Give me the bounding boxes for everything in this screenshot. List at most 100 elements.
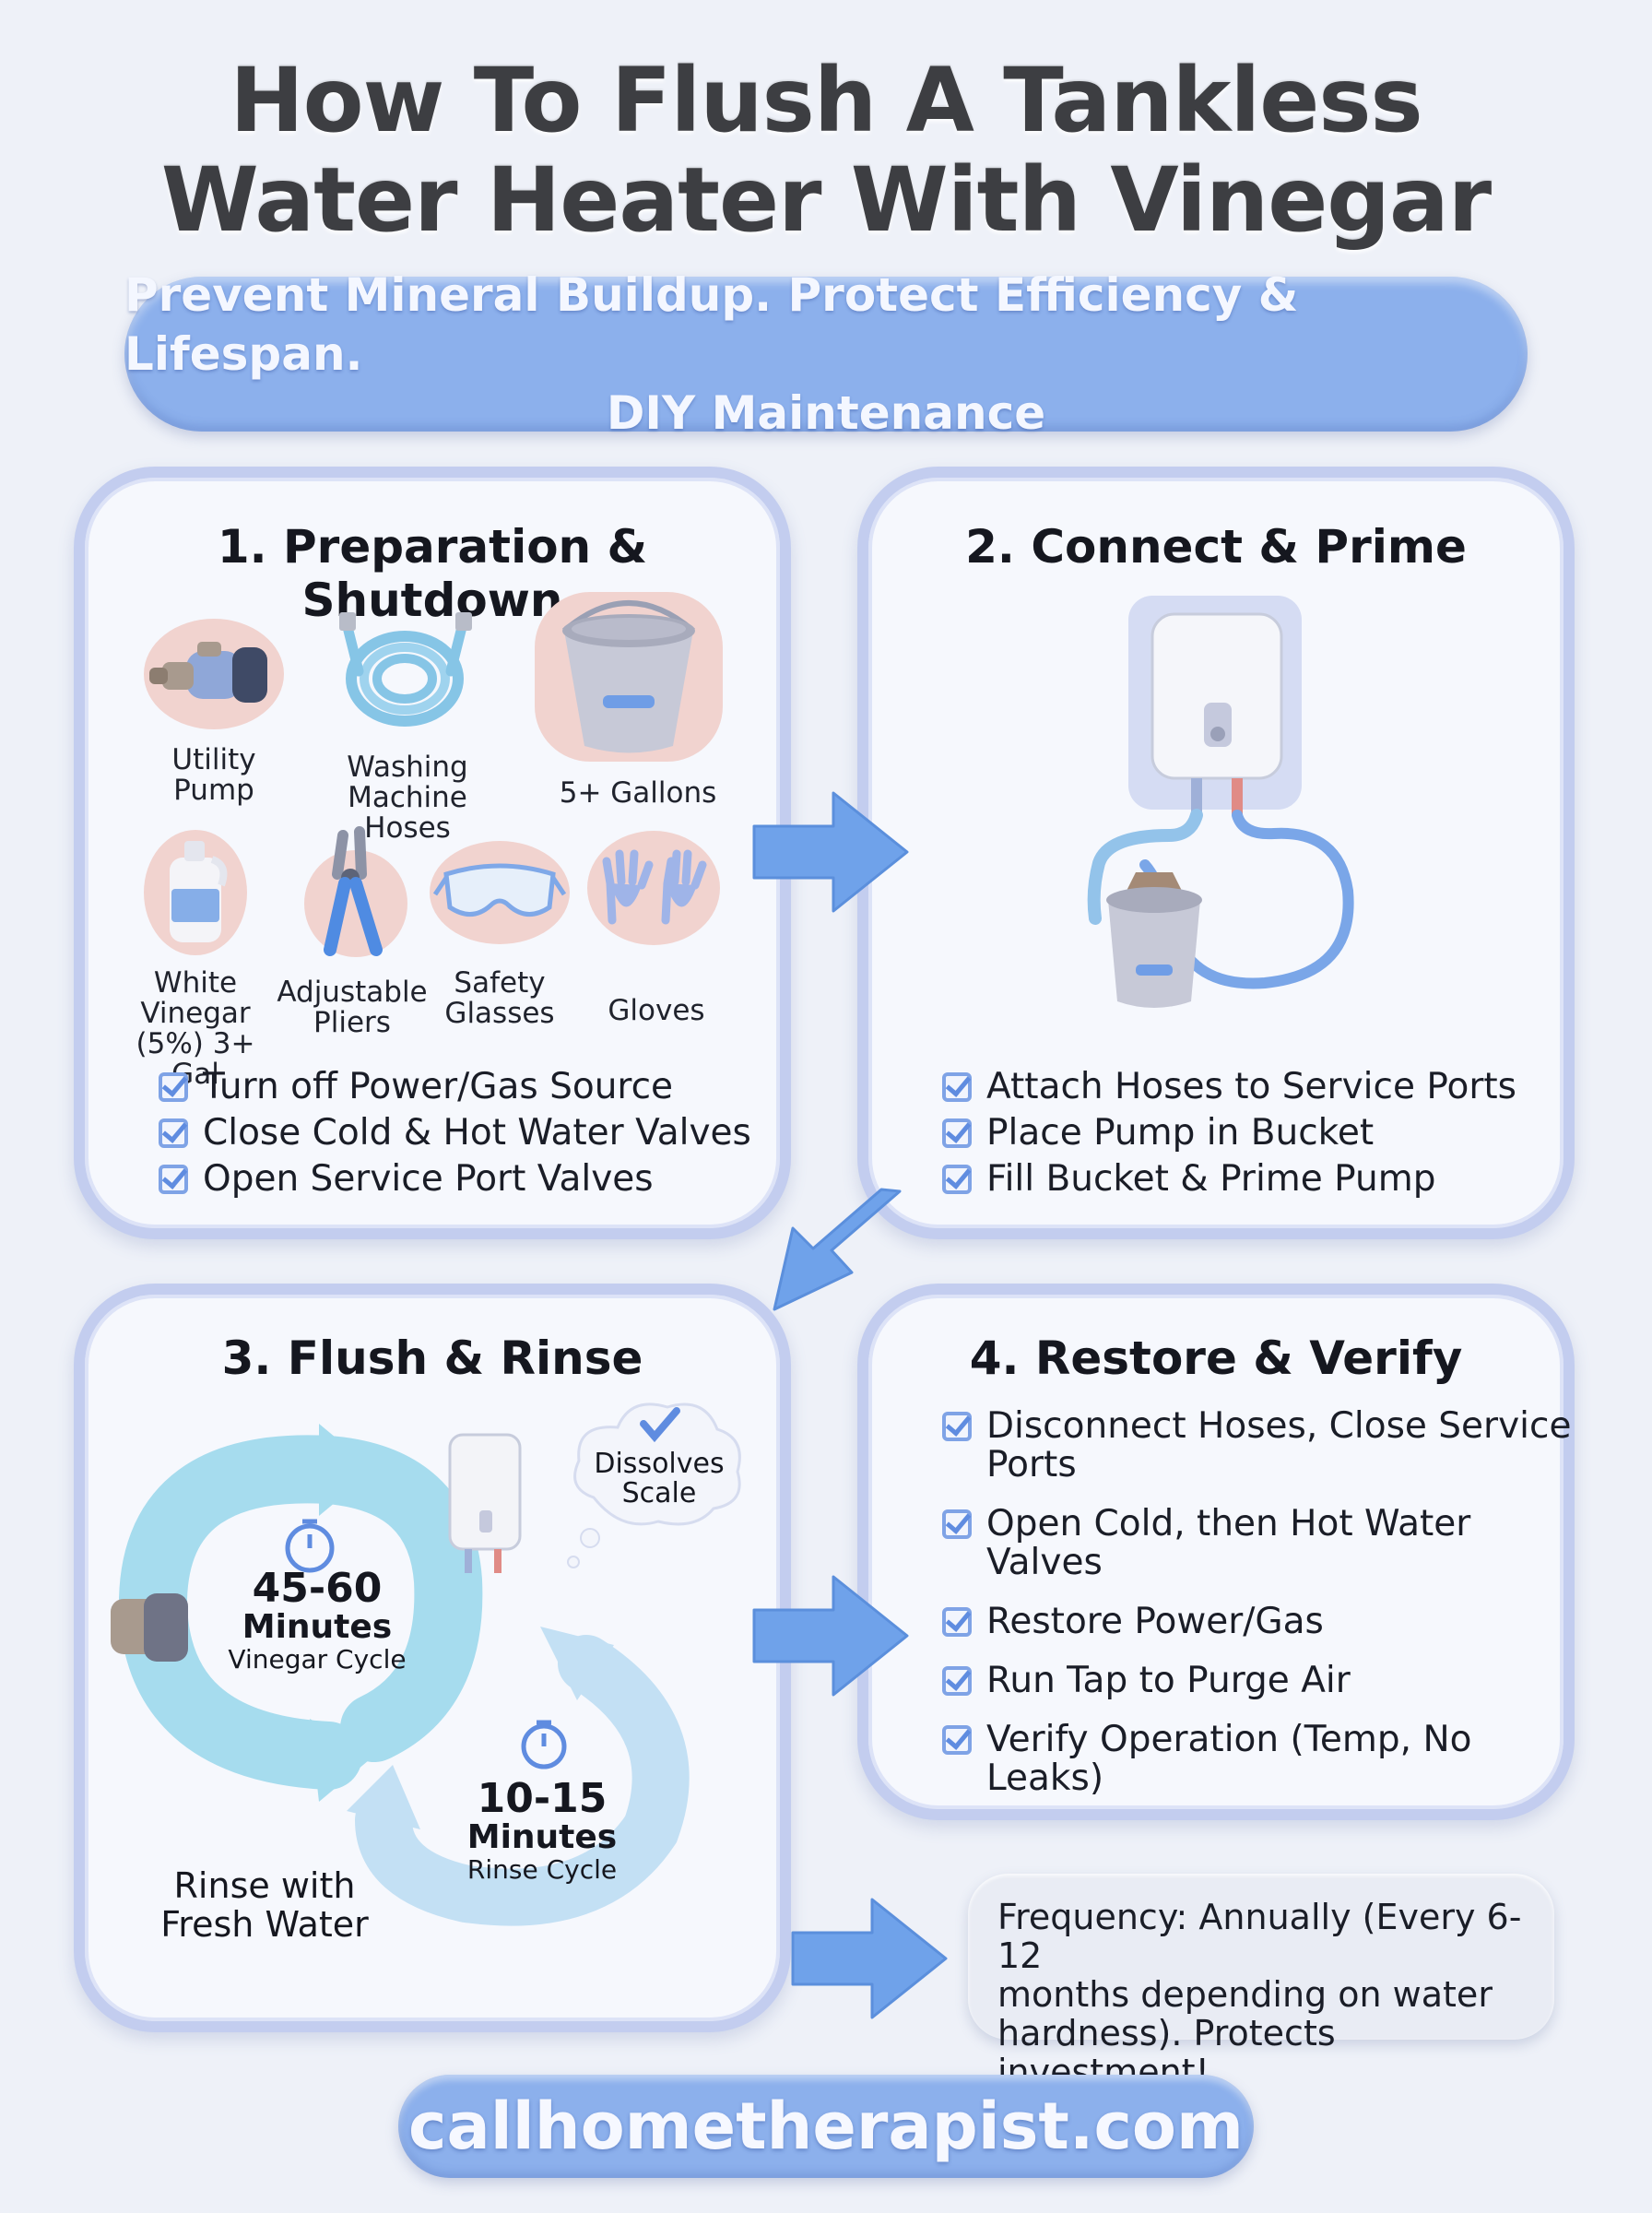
checklist-line: Open Cold, then Hot Water: [986, 1503, 1471, 1544]
step-1-title: 1. Preparation & Shutdown: [217, 520, 648, 627]
rinse-cycle-label: Rinse Cycle: [466, 1854, 618, 1885]
arrow-right-icon: [752, 791, 909, 913]
vinegar-cycle-label: Vinegar Cycle: [228, 1644, 407, 1675]
vinegar-cycle-text: 45-60 Minutes Vinegar Cycle: [225, 1568, 409, 1675]
tool-label-line: 5+ Gallons: [559, 776, 717, 810]
tool-label-line: Pliers: [313, 1006, 391, 1039]
safety-glasses-icon: [430, 841, 570, 944]
checkbox-icon: [942, 1509, 972, 1539]
checklist-line: Ports: [986, 1444, 1077, 1485]
checklist-text: Verify Operation (Temp, No Leaks): [986, 1719, 1472, 1799]
checklist-text: Attach Hoses to Service Ports: [986, 1066, 1516, 1107]
tool-label-line: Washing: [347, 751, 468, 784]
step-4-card: 4. Restore & Verify Disconnect Hoses, Cl…: [857, 1284, 1575, 1820]
tool-label-line: Utility: [171, 743, 256, 776]
checklist-item: Restore Power/Gas: [942, 1603, 1578, 1641]
arrow-right-icon: [791, 1898, 948, 2019]
vinegar-cycle-unit: Minutes: [242, 1608, 393, 1646]
step-2-checklist: Attach Hoses to Service Ports Place Pump…: [942, 1068, 1516, 1199]
checklist-item: Place Pump in Bucket: [942, 1114, 1516, 1153]
bucket-icon: [535, 592, 723, 762]
bubble-line: Scale: [621, 1477, 697, 1509]
water-heater-setup-icon: [1087, 596, 1354, 1008]
hose-icon: [339, 612, 472, 727]
vinegar-jug-icon: [144, 830, 247, 955]
checklist-text: Place Pump in Bucket: [986, 1112, 1375, 1154]
rinse-caption-line: Rinse with: [173, 1865, 356, 1906]
subtitle-banner: Prevent Mineral Buildup. Protect Efficie…: [124, 268, 1528, 440]
gloves-icon: [587, 831, 720, 945]
tool-label-gloves: Gloves: [583, 996, 730, 1026]
rinse-cycle-unit: Minutes: [466, 1818, 618, 1856]
tool-label-line: Safety: [454, 966, 546, 1000]
frequency-note: Frequency: Annually (Every 6-12 months d…: [968, 1874, 1554, 2091]
tool-label-line: Glasses: [444, 997, 555, 1030]
speech-cloud-icon: [567, 1402, 741, 1568]
checklist-text: Turn off Power/Gas Source: [203, 1066, 674, 1107]
checkbox-icon: [942, 1412, 972, 1441]
step-2-title: 2. Connect & Prime: [965, 520, 1467, 574]
checkbox-icon: [942, 1607, 972, 1637]
checklist-item: Close Cold & Hot Water Valves: [159, 1114, 751, 1153]
checkbox-icon: [942, 1725, 972, 1755]
tool-label-line: Machine Hoses: [348, 781, 467, 845]
title-line-2: Water Heater With Vinegar: [160, 148, 1492, 252]
utility-pump-icon: [144, 619, 284, 729]
checklist-line: Valves: [986, 1542, 1103, 1583]
tool-label-line: Pump: [173, 774, 254, 807]
tool-label-line: Gloves: [608, 994, 705, 1027]
flush-cycle-icon: [111, 1424, 690, 1926]
tool-label-line: Adjustable: [277, 976, 428, 1009]
step-1-checklist: Turn off Power/Gas Source Close Cold & H…: [159, 1068, 751, 1199]
rinse-cycle-text: 10-15 Minutes Rinse Cycle: [450, 1778, 634, 1885]
step-4-title: 4. Restore & Verify: [969, 1331, 1463, 1385]
checkbox-icon: [159, 1072, 188, 1102]
bubble-line: Dissolves: [594, 1448, 725, 1480]
frequency-line: Frequency: Annually (Every 6-12: [997, 1897, 1522, 1976]
tool-label-hoses: Washing Machine Hoses: [306, 752, 509, 844]
website-link[interactable]: callhometherapist.com: [398, 2075, 1254, 2178]
vinegar-cycle-value: 45-60: [252, 1565, 383, 1612]
title-line-1: How To Flush A Tankless: [230, 49, 1422, 152]
checklist-text: Open Service Port Valves: [203, 1158, 654, 1200]
pliers-icon: [304, 826, 407, 957]
rinse-caption-line: Fresh Water: [160, 1904, 369, 1945]
arrow-right-icon: [752, 1575, 909, 1697]
tool-label-glasses: Safety Glasses: [417, 968, 583, 1029]
checklist-item: Attach Hoses to Service Ports: [942, 1068, 1516, 1106]
checkbox-icon: [942, 1072, 972, 1102]
step-3-card: 3. Flush & Rinse Dissolves Scale: [74, 1284, 791, 2032]
tool-label-pliers: Adjustable Pliers: [269, 977, 435, 1038]
step-3-title: 3. Flush & Rinse: [221, 1331, 643, 1385]
page-title: How To Flush A Tankless Water Heater Wit…: [0, 51, 1652, 250]
arrow-down-left-icon: [773, 1188, 902, 1311]
checkbox-icon: [942, 1165, 972, 1194]
rinse-cycle-value: 10-15: [477, 1775, 608, 1822]
checkbox-icon: [942, 1666, 972, 1696]
checklist-text: Restore Power/Gas: [986, 1601, 1324, 1642]
banner-line-2: DIY Maintenance: [606, 386, 1046, 440]
checklist-item: Open Service Port Valves: [159, 1160, 751, 1199]
checklist-text: Close Cold & Hot Water Valves: [203, 1112, 751, 1154]
checklist-text: Fill Bucket & Prime Pump: [986, 1158, 1436, 1200]
checkbox-icon: [159, 1165, 188, 1194]
rinse-caption: Rinse with Fresh Water: [149, 1866, 380, 1944]
checklist-item: Run Tap to Purge Air: [942, 1662, 1578, 1700]
tool-label-utility-pump: Utility Pump: [140, 745, 288, 806]
tool-label-line: White: [153, 966, 238, 1000]
tool-label-bucket: 5+ Gallons: [546, 778, 730, 809]
checkbox-icon: [942, 1118, 972, 1148]
frequency-line: months depending on water: [997, 1974, 1493, 2015]
checkbox-icon: [159, 1118, 188, 1148]
checklist-item: Verify Operation (Temp, No Leaks): [942, 1721, 1578, 1798]
step-2-card: 2. Connect & Prime Attach Hoses to Servi…: [857, 467, 1575, 1239]
checklist-item: Turn off Power/Gas Source: [159, 1068, 751, 1106]
bubble-text: Dissolves Scale: [581, 1450, 738, 1509]
tool-label-line: Vinegar: [140, 997, 251, 1030]
checklist-line: Disconnect Hoses, Close Service: [986, 1405, 1572, 1447]
